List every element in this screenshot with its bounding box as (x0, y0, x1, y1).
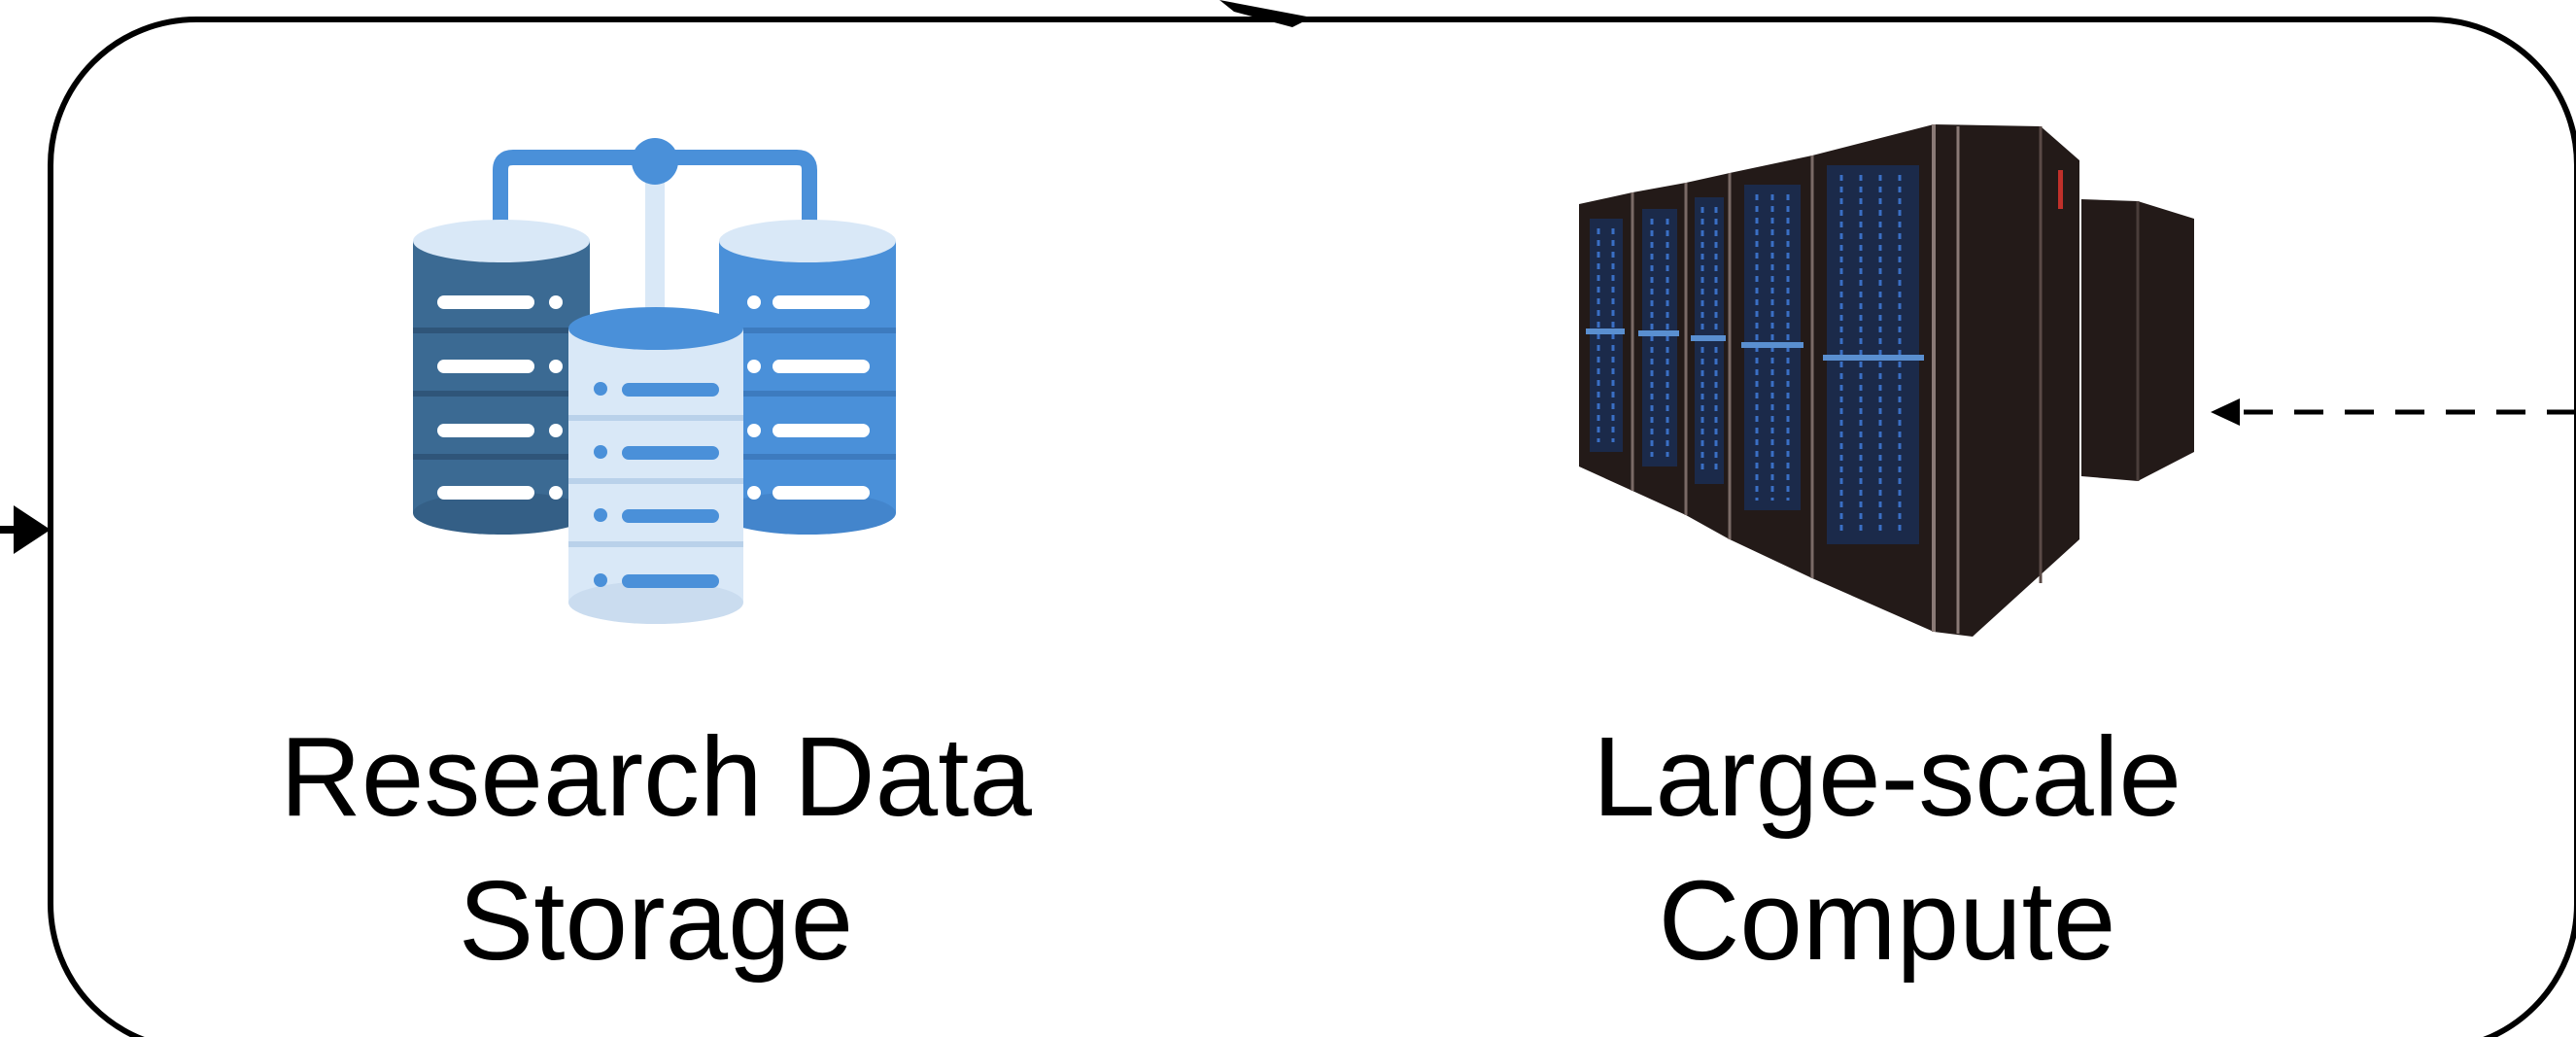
arrow-right-dashed (2211, 398, 2576, 426)
compute-label-line2: Compute (1658, 857, 2116, 984)
database-center-icon (568, 307, 743, 624)
arrow-top (1219, 0, 1312, 27)
storage-label: Research Data Storage (170, 705, 1142, 992)
database-right-icon (719, 220, 896, 535)
container-frame (48, 17, 2576, 1037)
database-cluster-icon (413, 138, 896, 624)
compute-label-line1: Large-scale (1592, 713, 2182, 840)
arrow-left (0, 505, 51, 554)
supercomputer-icon (1579, 124, 2194, 637)
storage-label-line2: Storage (458, 857, 854, 984)
database-left-icon (413, 220, 590, 535)
compute-label: Large-scale Compute (1401, 705, 2373, 992)
storage-label-line1: Research Data (280, 713, 1032, 840)
